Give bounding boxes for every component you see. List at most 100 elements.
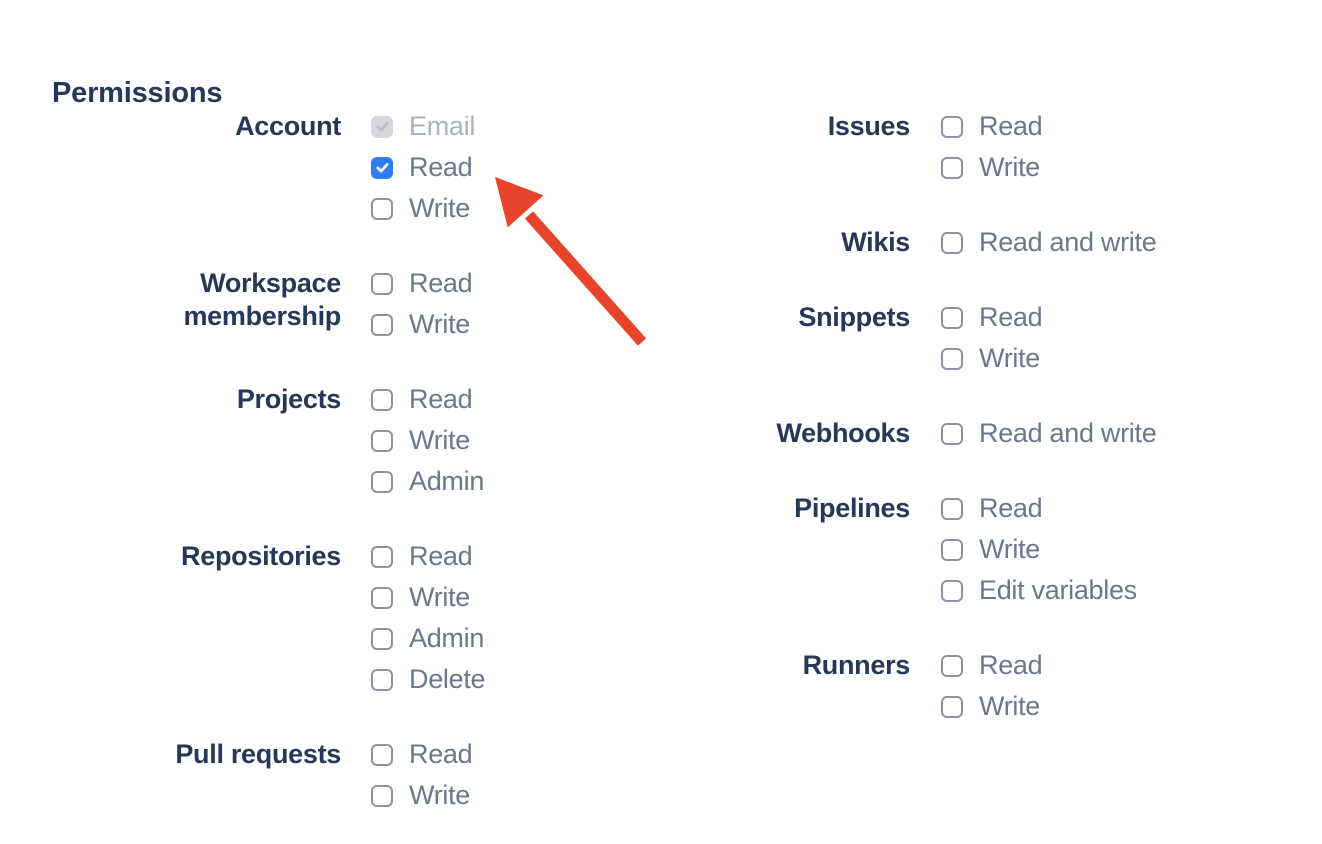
- checkbox-label: Admin: [409, 623, 485, 653]
- checkbox-label: Delete: [409, 664, 486, 694]
- permission-group-issues: Issues Read Write: [620, 106, 1220, 188]
- option-account-email: Email: [371, 106, 475, 147]
- option-workspace-write[interactable]: Write: [371, 304, 472, 345]
- checkbox-disabled-checked: [371, 115, 393, 138]
- checkbox-label: Read: [979, 111, 1043, 141]
- checkbox-label: Write: [409, 780, 471, 810]
- group-label: Projects: [236, 384, 341, 414]
- option-workspace-read[interactable]: Read: [371, 263, 473, 304]
- checkbox-label: Write: [979, 343, 1041, 373]
- checkbox-label: Read: [409, 268, 473, 298]
- checkbox-label: Write: [409, 425, 471, 455]
- option-repositories-read[interactable]: Read: [371, 536, 485, 577]
- option-list: Read and write: [941, 222, 1157, 263]
- checkbox-label: Write: [409, 582, 471, 612]
- permission-group-pull-requests: Pull requests Read Write: [51, 734, 611, 816]
- checkbox-label: Edit variables: [979, 575, 1137, 605]
- option-list: Read Write: [941, 297, 1043, 379]
- option-list: Read Write: [941, 106, 1043, 188]
- option-issues-read[interactable]: Read: [941, 106, 1043, 147]
- option-account-write[interactable]: Write: [371, 188, 475, 229]
- checkbox-label: Read: [979, 302, 1043, 332]
- checkbox[interactable]: [941, 306, 963, 329]
- checkbox[interactable]: [941, 156, 963, 179]
- option-account-read[interactable]: Read: [371, 147, 475, 188]
- checkbox-label: Read: [409, 152, 473, 182]
- option-list: Read Write: [371, 734, 473, 816]
- option-runners-read[interactable]: Read: [941, 645, 1043, 686]
- option-projects-admin[interactable]: Admin: [371, 461, 484, 502]
- checkbox[interactable]: [371, 429, 393, 452]
- group-label: Wikis: [841, 227, 910, 257]
- checkbox[interactable]: [941, 654, 963, 677]
- group-label: Snippets: [798, 302, 910, 332]
- option-snippets-read[interactable]: Read: [941, 297, 1043, 338]
- checkbox[interactable]: [371, 313, 393, 336]
- checkbox-label: Read and write: [979, 227, 1157, 257]
- page-title: Permissions: [52, 77, 223, 109]
- group-label: Pipelines: [794, 493, 910, 523]
- option-issues-write[interactable]: Write: [941, 147, 1042, 188]
- permission-group-account: Account Email Read: [51, 106, 611, 229]
- checkbox-label: Write: [979, 691, 1041, 721]
- checkbox[interactable]: [371, 470, 393, 493]
- option-list: Read Write Admin: [371, 536, 486, 700]
- option-list: Read and write: [941, 413, 1157, 454]
- checkbox[interactable]: [371, 784, 393, 807]
- checkbox[interactable]: [371, 627, 393, 650]
- group-label: Workspace membership: [183, 268, 341, 331]
- option-repositories-delete[interactable]: Delete: [371, 659, 486, 700]
- checkbox[interactable]: [371, 388, 393, 411]
- option-projects-read[interactable]: Read: [371, 379, 484, 420]
- group-label: Webhooks: [776, 418, 910, 448]
- checkbox-label: Admin: [409, 466, 485, 496]
- option-list: Read Write: [941, 645, 1043, 727]
- checkbox[interactable]: [371, 197, 393, 220]
- checkbox[interactable]: [941, 538, 963, 561]
- option-pipelines-write[interactable]: Write: [941, 529, 1137, 570]
- option-pipelines-read[interactable]: Read: [941, 488, 1137, 529]
- checkbox-label: Write: [979, 534, 1041, 564]
- checkbox-label: Read and write: [979, 418, 1157, 448]
- group-label: Pull requests: [175, 739, 341, 769]
- option-repositories-write[interactable]: Write: [371, 577, 485, 618]
- checkbox-label: Read: [409, 739, 473, 769]
- permission-group-snippets: Snippets Read Write: [620, 297, 1220, 379]
- checkbox[interactable]: [941, 115, 963, 138]
- option-pipelines-edit-variables[interactable]: Edit variables: [941, 570, 1137, 611]
- checkbox-label: Email: [409, 111, 476, 141]
- permissions-right-column: Issues Read Write Wikis: [620, 106, 1220, 761]
- option-pull-requests-read[interactable]: Read: [371, 734, 473, 775]
- permission-group-workspace-membership: Workspace membership Read Write: [51, 263, 611, 345]
- checkbox[interactable]: [941, 347, 963, 370]
- option-snippets-write[interactable]: Write: [941, 338, 1042, 379]
- checkbox[interactable]: [941, 422, 963, 445]
- checkbox-label: Write: [409, 193, 471, 223]
- permission-group-wikis: Wikis Read and write: [620, 222, 1220, 263]
- option-list: Read Write: [371, 263, 473, 345]
- checkbox[interactable]: [371, 586, 393, 609]
- checkbox[interactable]: [941, 231, 963, 254]
- checkmark-icon: [376, 121, 388, 132]
- checkbox-label: Read: [409, 541, 473, 571]
- option-webhooks-read-and-write[interactable]: Read and write: [941, 413, 1157, 454]
- permission-group-pipelines: Pipelines Read Write: [620, 488, 1220, 611]
- checkbox[interactable]: [941, 579, 963, 602]
- checkbox[interactable]: [371, 668, 393, 691]
- option-projects-write[interactable]: Write: [371, 420, 484, 461]
- checkbox[interactable]: [371, 743, 393, 766]
- option-wikis-read-and-write[interactable]: Read and write: [941, 222, 1157, 263]
- option-repositories-admin[interactable]: Admin: [371, 618, 485, 659]
- option-runners-write[interactable]: Write: [941, 686, 1042, 727]
- checkbox[interactable]: [371, 272, 393, 295]
- checkbox-label: Read: [979, 650, 1043, 680]
- checkmark-icon: [376, 162, 388, 173]
- permission-group-webhooks: Webhooks Read and write: [620, 413, 1220, 454]
- checkbox-label: Write: [409, 309, 471, 339]
- checkbox[interactable]: [941, 497, 963, 520]
- checkbox[interactable]: [371, 545, 393, 568]
- option-pull-requests-write[interactable]: Write: [371, 775, 472, 816]
- checkbox[interactable]: [941, 695, 963, 718]
- checkbox-checked[interactable]: [371, 156, 393, 179]
